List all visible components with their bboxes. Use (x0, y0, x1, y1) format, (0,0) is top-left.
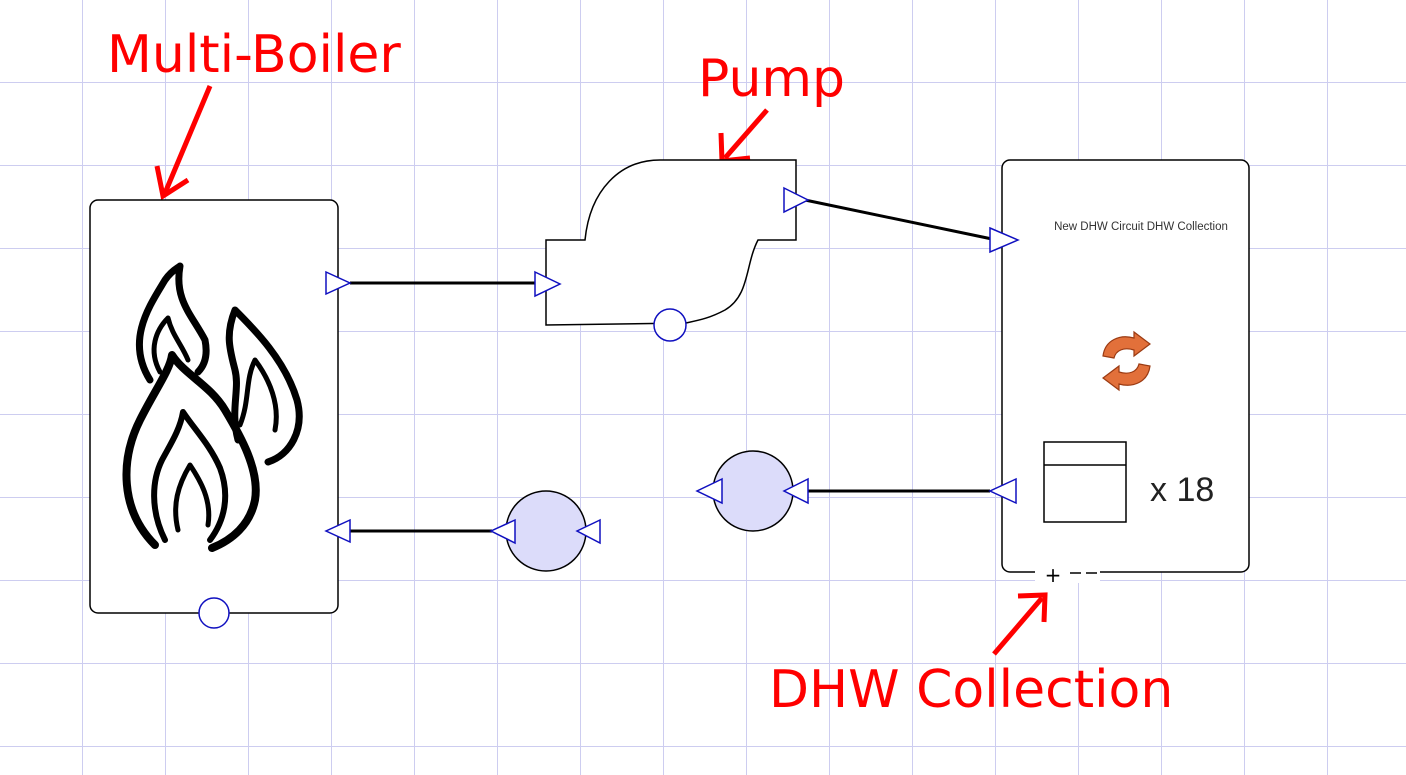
pipe-node-left-out-port[interactable] (489, 518, 516, 545)
dhw-collection-node[interactable]: New DHW Circuit DHW Collection x 18 + (988, 159, 1250, 587)
pipe-node-left[interactable] (489, 490, 601, 572)
connection-pump-to-dhw[interactable] (804, 198, 993, 241)
expand-button[interactable]: + (1045, 563, 1062, 587)
window-icon (1043, 441, 1127, 523)
pipe-node-left-in-port[interactable] (575, 518, 601, 545)
dhw-collection-callout-arrow (992, 592, 1048, 656)
pump-callout-arrow (718, 108, 769, 164)
multi-boiler-node[interactable] (89, 199, 352, 629)
multi-boiler-label: Multi-Boiler (107, 25, 401, 85)
pipe-node-right-out-port[interactable] (695, 477, 723, 505)
pipe-node-right[interactable] (695, 450, 809, 532)
pipe-node-right-in-port[interactable] (782, 477, 809, 505)
dhw-outlet-port[interactable] (988, 477, 1017, 505)
boiler-inlet-port[interactable] (324, 518, 351, 544)
pump-control-port[interactable] (653, 308, 687, 342)
flame-icon (122, 262, 303, 552)
dhw-collection-name: New DHW Circuit DHW Collection (1054, 221, 1228, 233)
multi-boiler-callout-arrow (154, 85, 213, 201)
pump-node[interactable] (534, 159, 810, 342)
pump-inlet-port[interactable] (534, 270, 562, 298)
pump-label: Pump (698, 49, 845, 109)
boiler-bottom-port[interactable] (198, 597, 230, 629)
refresh-icon[interactable] (1102, 330, 1151, 392)
pump-outlet-port[interactable] (783, 186, 810, 214)
dhw-count-label: x 18 (1150, 471, 1214, 509)
dhw-collection-label: DHW Collection (769, 660, 1173, 720)
dhw-inlet-port[interactable] (989, 226, 1020, 254)
boiler-outlet-port[interactable] (325, 270, 352, 296)
